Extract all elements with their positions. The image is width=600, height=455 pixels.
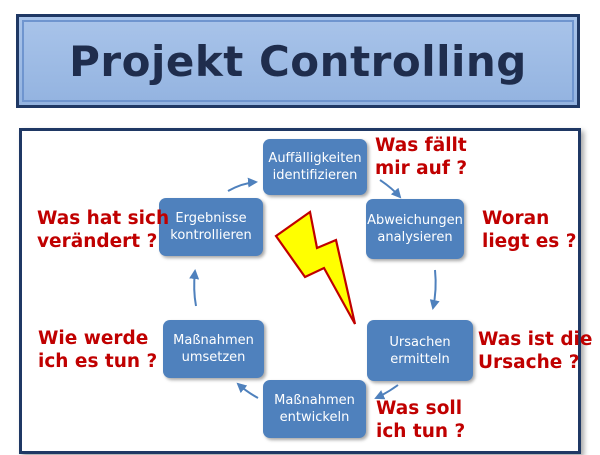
lightning-bolt-icon	[274, 210, 357, 325]
step-abweichungen-analysieren: Abweichungen analysieren	[366, 199, 464, 259]
page-title: Projekt Controlling	[69, 36, 527, 86]
question-was-hat-sich-veraendert: Was hat sich verändert ?	[37, 208, 170, 252]
curved-arrow-icon	[374, 384, 399, 400]
curved-arrow-icon	[227, 177, 258, 192]
curved-arrow-icon	[429, 269, 440, 310]
question-wie-werde-ich-es-tun: Wie werde ich es tun ?	[38, 328, 158, 372]
question-woran-liegt-es: Woran liegt es ?	[482, 208, 577, 252]
question-was-faellt-mir-auf: Was fällt mir auf ?	[375, 135, 468, 179]
question-was-soll-ich-tun: Was soll ich tun ?	[376, 398, 466, 442]
curved-arrow-icon	[379, 179, 402, 199]
step-massnahmen-umsetzen: Maßnahmen umsetzen	[163, 320, 264, 378]
title-banner: Projekt Controlling	[16, 14, 580, 108]
curved-arrow-icon	[189, 269, 200, 307]
step-ergebnisse-kontrollieren: Ergebnisse kontrollieren	[159, 198, 263, 256]
question-was-ist-die-ursache: Was ist die Ursache ?	[478, 329, 593, 373]
curved-arrow-icon	[236, 382, 259, 399]
step-massnahmen-entwickeln: Maßnahmen entwickeln	[263, 380, 366, 438]
step-ursachen-ermitteln: Ursachen ermitteln	[367, 320, 473, 381]
step-auffaelligkeiten-identifizieren: Auffälligkeiten identifizieren	[263, 139, 367, 195]
